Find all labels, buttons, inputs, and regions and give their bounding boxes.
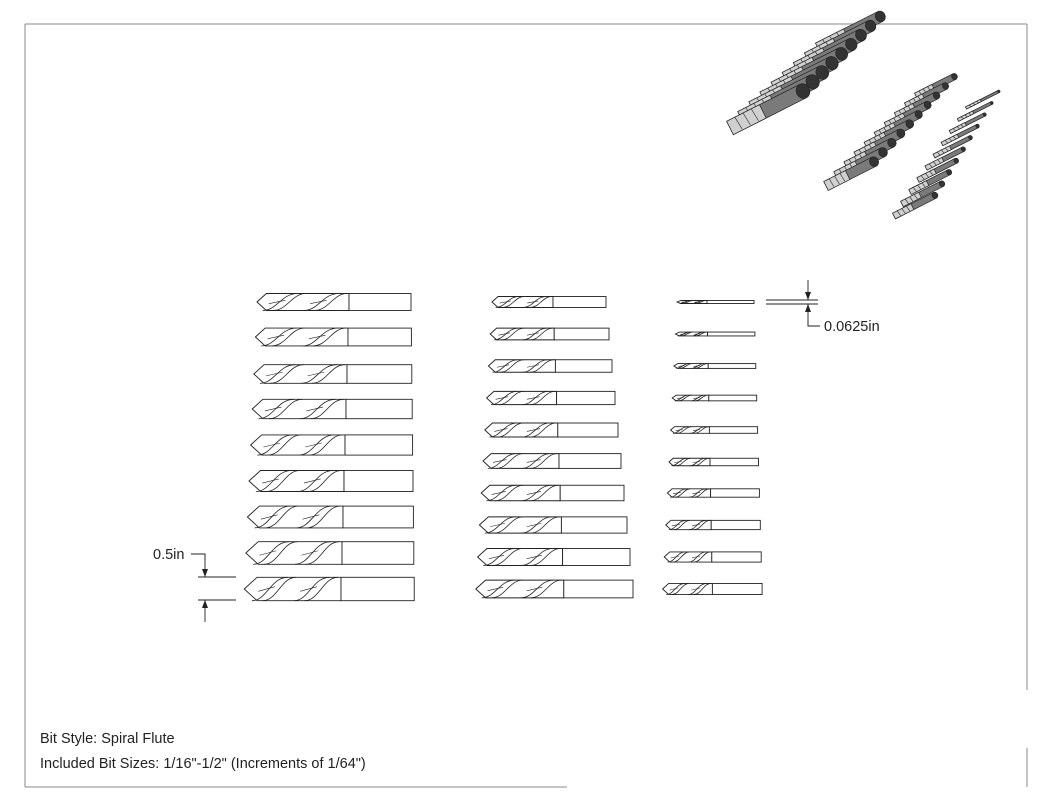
drill-bits-column-small — [661, 300, 763, 596]
drill-bit — [675, 300, 755, 304]
isometric-bit — [908, 169, 953, 195]
included-sizes-note: Included Bit Sizes: 1/16"-1/2" (Incremen… — [40, 756, 366, 772]
isometric-bit — [956, 101, 994, 122]
drill-bits-column-medium — [475, 296, 634, 599]
isometric-bit — [932, 135, 973, 159]
drill-bit — [487, 359, 613, 373]
drill-bit — [249, 434, 414, 456]
drill-bit — [666, 488, 760, 498]
drill-bit — [480, 484, 625, 502]
isometric-bit — [892, 191, 939, 220]
isometric-bit — [924, 146, 966, 171]
isometric-bit — [940, 123, 980, 147]
drill-bit — [246, 505, 414, 529]
dimension-label-large: 0.5in — [153, 547, 184, 563]
drill-bit — [256, 293, 412, 311]
drill-bit — [484, 422, 619, 438]
drill-bit — [482, 453, 622, 469]
drill-bit — [248, 470, 414, 492]
isometric-bit — [900, 180, 946, 208]
drill-bit — [476, 548, 631, 566]
drill-bit — [475, 579, 634, 599]
drill-bit — [669, 426, 759, 434]
drill-bit — [663, 551, 762, 563]
drill-bit — [489, 327, 610, 341]
isometric-bit — [823, 156, 879, 191]
drill-bit — [672, 363, 757, 369]
dimension-small-bit — [766, 280, 820, 327]
drill-bit — [491, 296, 607, 308]
drill-bits-column-large — [243, 293, 415, 602]
drill-bit — [245, 541, 415, 565]
drill-bit — [485, 390, 616, 406]
drill-bit — [251, 398, 413, 420]
drill-bit — [478, 516, 628, 534]
bit-style-note: Bit Style: Spiral Flute — [40, 731, 175, 747]
isometric-bit — [964, 89, 1001, 110]
isometric-bit — [726, 83, 811, 136]
isometric-bit — [916, 157, 959, 183]
drill-bit — [668, 457, 759, 467]
isometric-bit — [948, 112, 987, 134]
drill-bit — [243, 576, 415, 602]
drill-bit — [253, 364, 413, 384]
drill-bit — [665, 519, 761, 531]
drill-bit — [254, 327, 412, 347]
drill-bit — [674, 331, 756, 337]
dimension-large-bit — [191, 553, 236, 622]
drill-bit — [661, 583, 763, 596]
isometric-set-view — [726, 10, 1001, 220]
dimension-label-small: 0.0625in — [824, 319, 880, 335]
drill-bit — [671, 394, 758, 402]
